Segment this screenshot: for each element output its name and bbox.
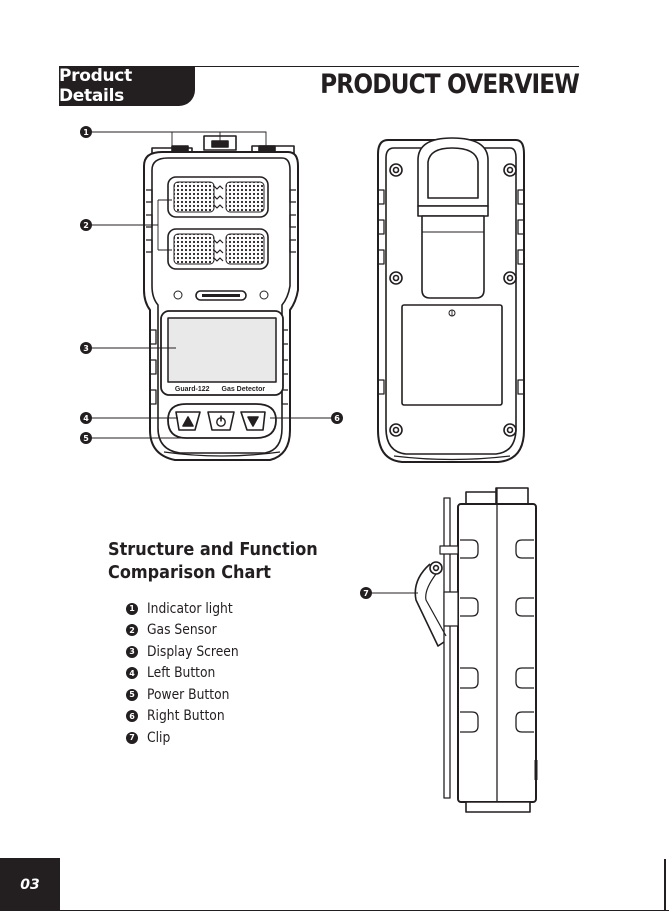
svg-text:4: 4 [83,414,89,423]
legend-number: 2 [126,624,138,636]
legend-number: 6 [126,710,138,722]
legend-list: 1 Indicator light 2 Gas Sensor 3 Display Sc… [126,598,251,749]
device-model-label: Guard-122 [175,386,210,393]
front-view [144,136,298,460]
legend-item: 2 Gas Sensor [126,620,251,642]
legend-number: 3 [126,646,138,658]
svg-text:5: 5 [83,434,89,443]
svg-text:2: 2 [83,221,89,230]
footer-rule [0,910,669,911]
legend-item: 5 Power Button [126,684,251,706]
legend-item: 6 Right Button [126,706,251,728]
legend-label: Power Button [147,687,229,703]
legend-item: 3 Display Screen [126,641,251,663]
heading-line-2: Comparison Chart [108,562,318,585]
callout-6: 6 [331,412,343,424]
device-name-label: Gas Detector [222,386,266,393]
legend-item: 7 Clip [126,727,251,749]
legend-number: 1 [126,603,138,615]
side-view [415,488,536,812]
legend-item: 1 Indicator light [126,598,251,620]
page-number: 03 [0,858,60,911]
legend-label: Indicator light [147,601,233,617]
legend-label: Right Button [147,708,225,724]
callout-1: 1 [80,126,92,138]
legend-number: 4 [126,667,138,679]
svg-text:1: 1 [83,128,89,137]
legend-label: Clip [147,730,170,746]
legend-number: 7 [126,732,138,744]
comparison-chart-heading: Structure and Function Comparison Chart [108,539,318,585]
callout-7: 7 [360,587,372,599]
legend-label: Gas Sensor [147,622,217,638]
svg-text:3: 3 [83,344,89,353]
callout-4: 4 [80,412,92,424]
legend-item: 4 Left Button [126,663,251,685]
callout-3: 3 [80,342,92,354]
svg-text:7: 7 [363,589,369,598]
back-view [378,138,524,462]
heading-line-1: Structure and Function [108,539,318,562]
callout-5: 5 [80,432,92,444]
legend-number: 5 [126,689,138,701]
legend-label: Left Button [147,665,215,681]
svg-text:6: 6 [334,414,340,423]
callout-2: 2 [80,219,92,231]
legend-label: Display Screen [147,644,239,660]
footer-edge-mark [664,859,666,910]
